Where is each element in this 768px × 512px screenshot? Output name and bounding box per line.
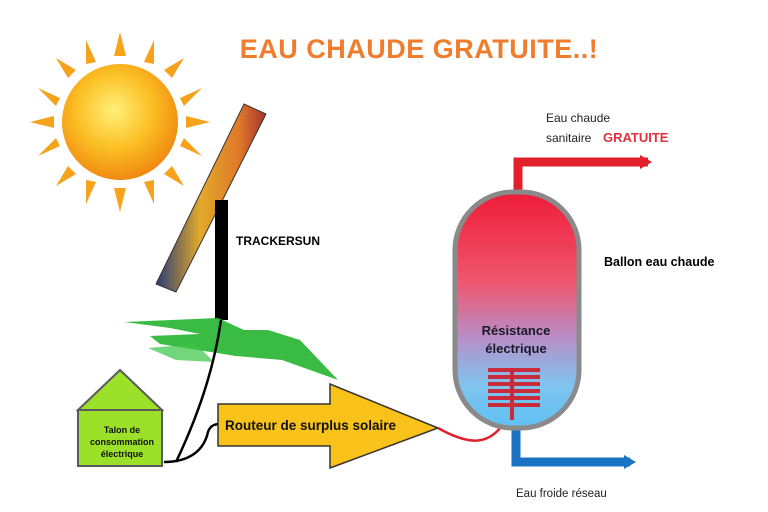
meter-label-line1: Talon de [103,425,141,435]
page-title: EAU CHAUDE GRATUITE..! [239,34,599,64]
cold-water-arrow-icon [624,455,636,469]
heating-element-icon [488,368,540,420]
water-tank-icon [452,189,582,431]
meter-label: Talon de consommation électrique [80,424,164,460]
meter-label-line2: consommation [89,437,154,447]
wire-icon [163,319,223,464]
trackersun-label: TRACKERSUN [236,234,320,248]
lightning-icon [124,318,338,380]
tank-label: Ballon eau chaude [604,255,715,269]
meter-label-line3: électrique [100,449,144,459]
free-label: GRATUITE [603,130,669,145]
house-icon [75,368,165,467]
resistance-label: Résistance électrique [466,322,566,358]
router-label: Routeur de surplus solaire [225,418,397,433]
cold-water-pipe-icon [511,424,630,467]
resistance-label-line1: Résistance [481,323,551,338]
hot-water-pipe-icon [513,157,648,196]
sun-icon [30,32,210,212]
resistance-label-line2: électrique [485,341,547,356]
solar-panel-icon [155,103,267,320]
cold-water-label: Eau froide réseau [516,488,607,500]
arrow-icon [217,382,441,470]
hot-water-arrow-icon [640,155,652,169]
hot-water-label-line2: sanitaire [546,131,592,145]
hot-water-label-line1: Eau chaude [546,111,611,125]
